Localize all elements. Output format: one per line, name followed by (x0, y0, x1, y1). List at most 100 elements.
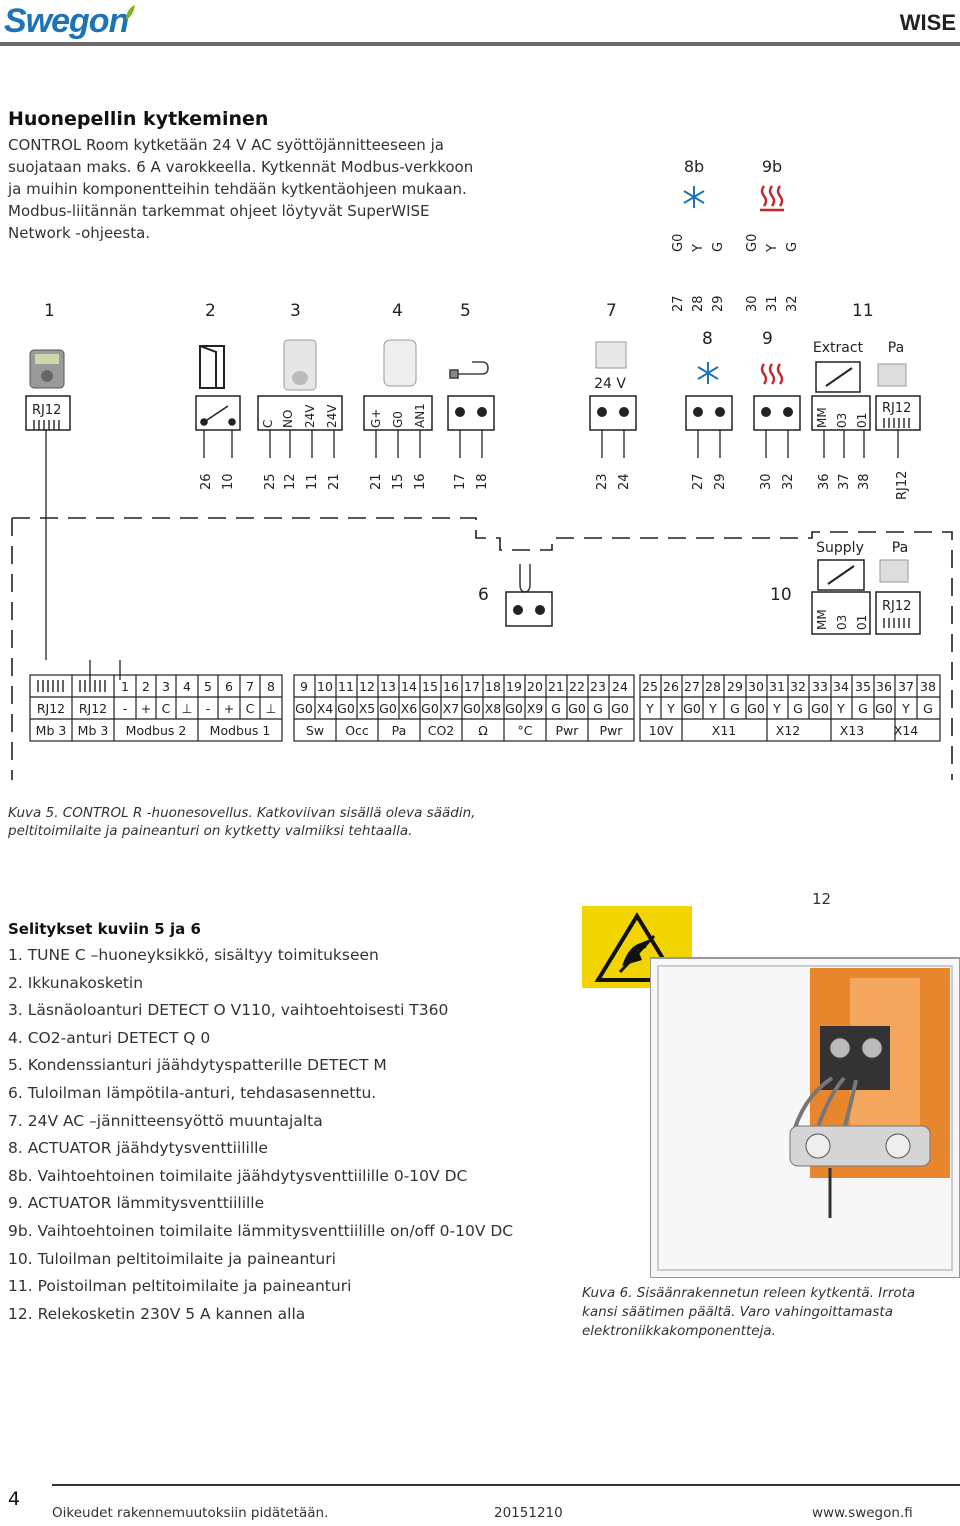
svg-text:G0: G0 (337, 701, 355, 716)
svg-text:11: 11 (852, 301, 874, 321)
condensation-sensor-terminals (447, 395, 495, 431)
svg-text:17: 17 (464, 679, 480, 694)
extract-damper-terminals (811, 395, 871, 431)
svg-text:20: 20 (527, 679, 543, 694)
svg-text:32: 32 (790, 679, 806, 694)
extract-pa-rj12: RJ12 (882, 401, 911, 416)
figure6-caption: Kuva 6. Sisäänrakennetun releen kytkentä… (582, 1285, 916, 1339)
svg-text:11: 11 (338, 679, 354, 694)
svg-text:31: 31 (769, 679, 785, 694)
snowflake-icon (697, 362, 719, 384)
svg-text:36: 36 (876, 679, 892, 694)
svg-text:34: 34 (833, 679, 849, 694)
svg-text:X5: X5 (359, 701, 376, 716)
svg-text:Y: Y (666, 701, 675, 716)
svg-text:28: 28 (691, 295, 706, 312)
svg-text:17: 17 (453, 473, 468, 490)
extract-damper-box (815, 361, 861, 393)
svg-text:1: 1 (44, 301, 55, 321)
supply-pa-label: Pa (892, 540, 908, 556)
svg-text:6: 6 (225, 679, 233, 694)
svg-text:G+: G+ (369, 409, 383, 428)
svg-text:2: 2 (205, 301, 216, 321)
svg-text:32: 32 (785, 295, 800, 312)
svg-text:G0: G0 (875, 701, 893, 716)
room-unit-icon (29, 349, 65, 389)
svg-text:38: 38 (920, 679, 936, 694)
svg-text:X7: X7 (443, 701, 460, 716)
switch-icon (200, 405, 236, 426)
brand-logo: Swegon (4, 2, 129, 40)
extract-pa-label: Pa (888, 340, 904, 356)
svg-text:X11: X11 (712, 723, 736, 738)
svg-text:1: 1 (121, 679, 129, 694)
terminal-strip (29, 674, 941, 742)
wires (45, 430, 899, 680)
svg-text:G0: G0 (747, 701, 765, 716)
figure5-caption: Kuva 5. CONTROL R -huonesovellus. Katkov… (8, 805, 476, 839)
svg-text:°C: °C (518, 723, 533, 738)
legend-item: 9b. Vaihtoehtoinen toimilaite lämmitysve… (8, 1221, 514, 1240)
svg-text:Occ: Occ (345, 723, 369, 738)
svg-text:G: G (711, 242, 726, 252)
svg-text:30: 30 (759, 473, 774, 490)
svg-text:5: 5 (204, 679, 212, 694)
terminal-strip-text: RJ12 RJ12 Mb 3 Mb 3 1 2 3 4 5 6 7 8 - + … (36, 679, 936, 738)
window-switch-box (195, 395, 241, 431)
component-numbers: 1 2 3 4 5 7 8 9 11 6 10 (44, 301, 874, 605)
svg-text:G0: G0 (391, 411, 405, 428)
svg-text:13: 13 (380, 679, 396, 694)
svg-text:4: 4 (392, 301, 403, 321)
svg-text:15: 15 (391, 473, 406, 490)
intro-text: CONTROL Room kytketään 24 V AC syöttöjän… (8, 136, 474, 242)
damper-icon (827, 565, 855, 585)
svg-text:7: 7 (246, 679, 254, 694)
svg-text:G0: G0 (379, 701, 397, 716)
svg-text:18: 18 (475, 473, 490, 490)
terminal-dots (761, 407, 793, 417)
svg-text:X6: X6 (401, 701, 418, 716)
cooling-actuator-terminals (685, 395, 733, 431)
svg-text:G0: G0 (745, 234, 760, 252)
footer-url[interactable]: www.swegon.fi (812, 1505, 913, 1521)
terminal-dots (455, 407, 487, 417)
header-rule (0, 42, 960, 46)
svg-text:22: 22 (569, 679, 585, 694)
legend-item: 6. Tuloilman lämpötila-anturi, tehdasase… (8, 1083, 377, 1102)
svg-text:01: 01 (855, 413, 869, 428)
actuator-terminal-numbers: 27 28 29 30 31 32 (671, 295, 800, 312)
svg-text:16: 16 (443, 679, 459, 694)
svg-text:C: C (261, 420, 275, 428)
extract-label: Extract (813, 340, 864, 356)
temperature-sensor-icon (519, 564, 531, 593)
svg-text:31: 31 (765, 295, 780, 312)
svg-text:03: 03 (835, 615, 849, 630)
svg-text:15: 15 (422, 679, 438, 694)
transformer-terminals (589, 395, 637, 431)
svg-text:+: + (141, 701, 151, 716)
wiring-diagram: 8b 9b G0 Y G G0 Y G 1 2 3 4 5 7 8 9 11 6… (11, 157, 953, 780)
svg-text:MM: MM (815, 609, 829, 630)
svg-text:18: 18 (485, 679, 501, 694)
co2-sensor-icon (383, 339, 417, 387)
top-terminal-labels: G0 Y G G0 Y G (671, 234, 800, 253)
supply-damper-box (817, 559, 865, 591)
bottom-terminal-numbers: 26 10 25 12 11 21 21 15 16 17 18 23 24 2… (199, 471, 910, 500)
svg-text:-: - (123, 701, 128, 716)
svg-text:21: 21 (327, 473, 342, 490)
transformer-icon (595, 341, 627, 369)
svg-text:26: 26 (663, 679, 679, 694)
co2-sensor-pin-labels: G+ G0 AN1 (369, 403, 427, 428)
presence-sensor-terminals (257, 395, 343, 431)
svg-text:Modbus 2: Modbus 2 (126, 723, 187, 738)
heating-actuator-terminals (753, 395, 801, 431)
svg-text:24V: 24V (325, 404, 339, 428)
svg-text:29: 29 (711, 295, 726, 312)
svg-text:4: 4 (183, 679, 191, 694)
terminal-dots (693, 407, 725, 417)
legend-item: 10. Tuloilman peltitoimilaite ja painean… (8, 1249, 336, 1268)
svg-text:24: 24 (617, 473, 632, 490)
svg-text:21: 21 (369, 473, 384, 490)
legend-item: 3. Läsnäoloanturi DETECT O V110, vaihtoe… (8, 1001, 449, 1020)
terminal-dots (597, 407, 629, 417)
